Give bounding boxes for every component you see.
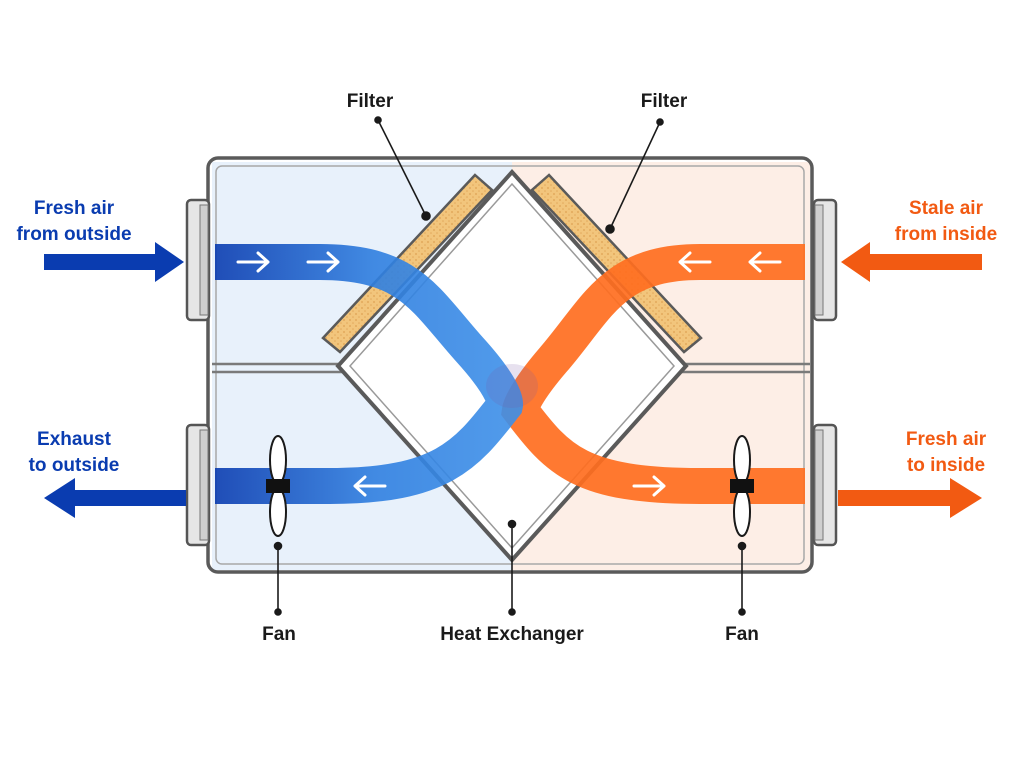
fresh-to-inside-line1: Fresh air <box>906 429 987 450</box>
arrow-left-icon <box>678 251 712 273</box>
labels: Filter Filter Fresh air from outside Sta… <box>16 91 997 645</box>
fan-icon <box>730 435 754 537</box>
flow-arrows <box>236 251 782 497</box>
stale-from-inside-line2: from inside <box>895 224 997 245</box>
arrow-left-icon <box>353 475 387 497</box>
air-streams <box>215 244 805 504</box>
divider-left <box>212 362 342 374</box>
arrow-left-icon <box>44 478 186 518</box>
arrow-left-icon <box>748 251 782 273</box>
fresh-from-outside-line1: Fresh air <box>34 198 115 219</box>
filter-label-left: Filter <box>347 91 394 112</box>
cold-stream <box>215 244 524 504</box>
fan-icon <box>266 435 290 537</box>
warm-stream <box>501 244 805 504</box>
exhaust-to-outside-line2: to outside <box>29 455 120 476</box>
arrow-right-icon <box>44 242 184 282</box>
arrow-right-icon <box>306 251 340 273</box>
exhaust-to-outside-line1: Exhaust <box>37 429 112 450</box>
filter-label-right: Filter <box>641 91 688 112</box>
arrow-left-icon <box>841 242 982 282</box>
external-arrows <box>44 242 982 518</box>
stale-from-inside-line1: Stale air <box>909 198 984 219</box>
heat-exchanger-label: Heat Exchanger <box>440 624 584 645</box>
fan-label-right: Fan <box>725 624 759 645</box>
arrow-right-icon <box>838 478 982 518</box>
arrow-right-icon <box>632 475 666 497</box>
housing-outline <box>206 156 814 574</box>
arrow-right-icon <box>236 251 270 273</box>
fan-label-left: Fan <box>262 624 296 645</box>
fresh-to-inside-line2: to inside <box>907 455 985 476</box>
divider-right <box>682 362 810 374</box>
duct-collars <box>185 198 838 547</box>
fresh-from-outside-line2: from outside <box>16 224 131 245</box>
leader-lines <box>273 116 747 616</box>
